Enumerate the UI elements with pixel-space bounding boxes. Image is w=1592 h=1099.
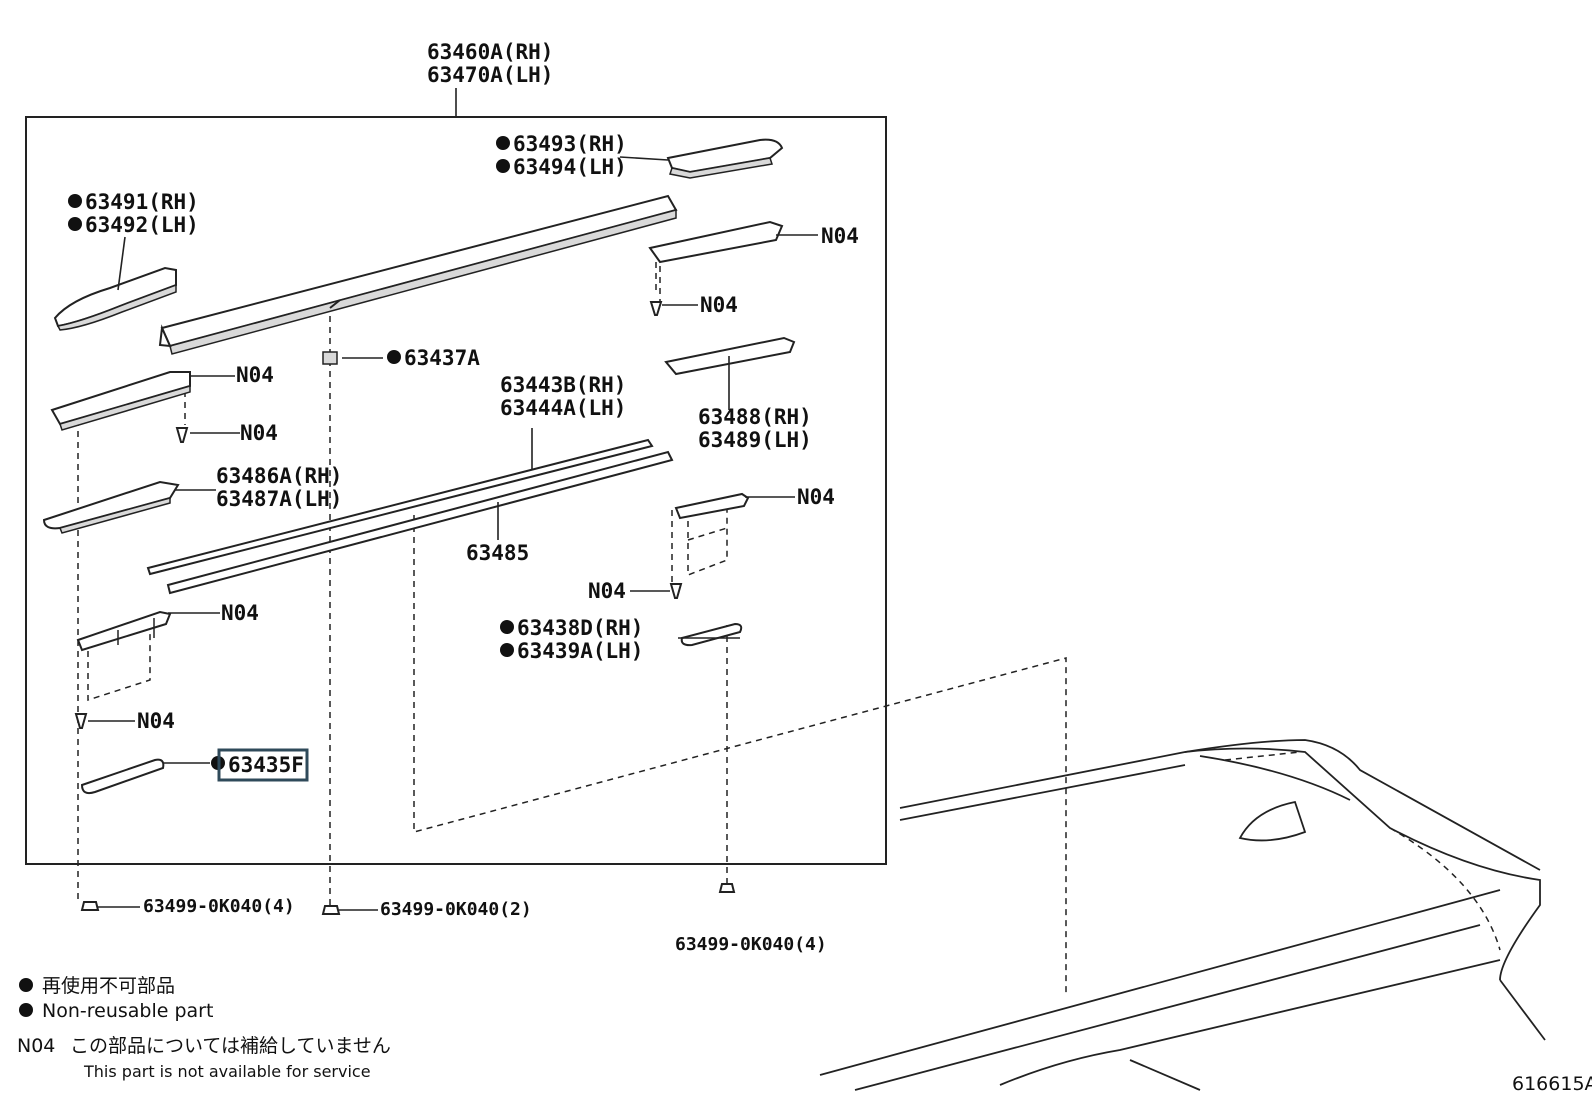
non-reusable-dot-icon [500,620,514,634]
middle-bracket-left[interactable] [76,610,172,652]
rear-cover[interactable] [664,336,796,376]
label-n04: N04 [240,421,278,445]
non-reusable-dot-icon [19,1003,33,1017]
screw-icons [74,301,683,729]
vehicle-roof-outline [819,739,1546,1091]
label-n04: N04 [821,224,859,248]
rear-pad[interactable] [680,622,743,647]
label-front-cap-rh[interactable]: 63491(RH) [85,190,199,214]
label-n04: N04 [797,485,835,509]
label-nut-rear[interactable]: 63499-0K040(4) [675,934,827,955]
label-nut-middle[interactable]: 63499-0K040(2) [380,899,532,920]
non-reusable-dot-icon [387,350,401,364]
label-moulding-rh[interactable]: 63443B(RH) [500,373,626,397]
front-pad[interactable] [80,758,165,795]
label-n04: N04 [700,293,738,317]
label-side-moulding[interactable]: 63485 [466,541,529,565]
label-clip[interactable]: 63437A [404,346,480,370]
label-rear-pad-rh[interactable]: 63438D(RH) [517,616,643,640]
label-rear-cover-rh[interactable]: 63488(RH) [698,405,812,429]
legend-n04-code: N04 [17,1035,55,1057]
label-n04: N04 [236,363,274,387]
side-moulding-lower[interactable] [166,450,674,595]
roof-rail-main[interactable] [158,194,678,355]
non-reusable-dot-icon [500,643,514,657]
legend-non-reusable-jp: 再使用不可部品 [42,975,175,997]
highlight-box [217,748,309,782]
nut-icons [80,883,736,915]
label-assembly-rh: 63460A(RH) [427,40,553,64]
clip[interactable] [322,351,338,365]
non-reusable-dot-icon [496,136,510,150]
label-n04: N04 [137,709,175,733]
label-front-cover-rh[interactable]: 63486A(RH) [216,464,342,488]
label-front-cap-lh[interactable]: 63492(LH) [85,213,199,237]
non-reusable-dot-icon [496,159,510,173]
legend-n04-jp: この部品については補給していません [70,1035,391,1057]
front-bracket-upper[interactable] [50,371,191,431]
legend-n04-en: This part is not available for service [83,1062,371,1081]
front-cover[interactable] [42,480,180,534]
side-moulding-upper[interactable] [146,438,654,576]
label-moulding-lh[interactable]: 63444A(LH) [500,396,626,420]
label-n04: N04 [221,601,259,625]
label-rear-cover-lh[interactable]: 63489(LH) [698,428,812,452]
rear-end-cap[interactable] [666,138,784,179]
non-reusable-dot-icon [68,217,82,231]
label-rear-pad-lh[interactable]: 63439A(LH) [517,639,643,663]
legend-non-reusable-en: Non-reusable part [42,1000,213,1022]
label-nut-front[interactable]: 63499-0K040(4) [143,896,295,917]
middle-bracket-right[interactable] [674,492,750,520]
non-reusable-dot-icon [19,978,33,992]
label-n04: N04 [588,579,626,603]
legend: 再使用不可部品 Non-reusable part N04 この部品については補… [17,975,391,1081]
label-front-cover-lh[interactable]: 63487A(LH) [216,487,342,511]
front-end-cap[interactable] [53,266,177,331]
label-front-pad[interactable]: 63435F [228,753,304,777]
leader-lines [88,156,818,911]
label-rear-cap-rh[interactable]: 63493(RH) [513,132,627,156]
label-rear-cap-lh[interactable]: 63494(LH) [513,155,627,179]
non-reusable-dot-icon [68,194,82,208]
assembly-guide-lines [77,255,1067,995]
rear-bracket-upper[interactable] [648,220,784,264]
diagram-id: 616615A [1512,1073,1592,1095]
label-assembly-lh: 63470A(LH) [427,63,553,87]
